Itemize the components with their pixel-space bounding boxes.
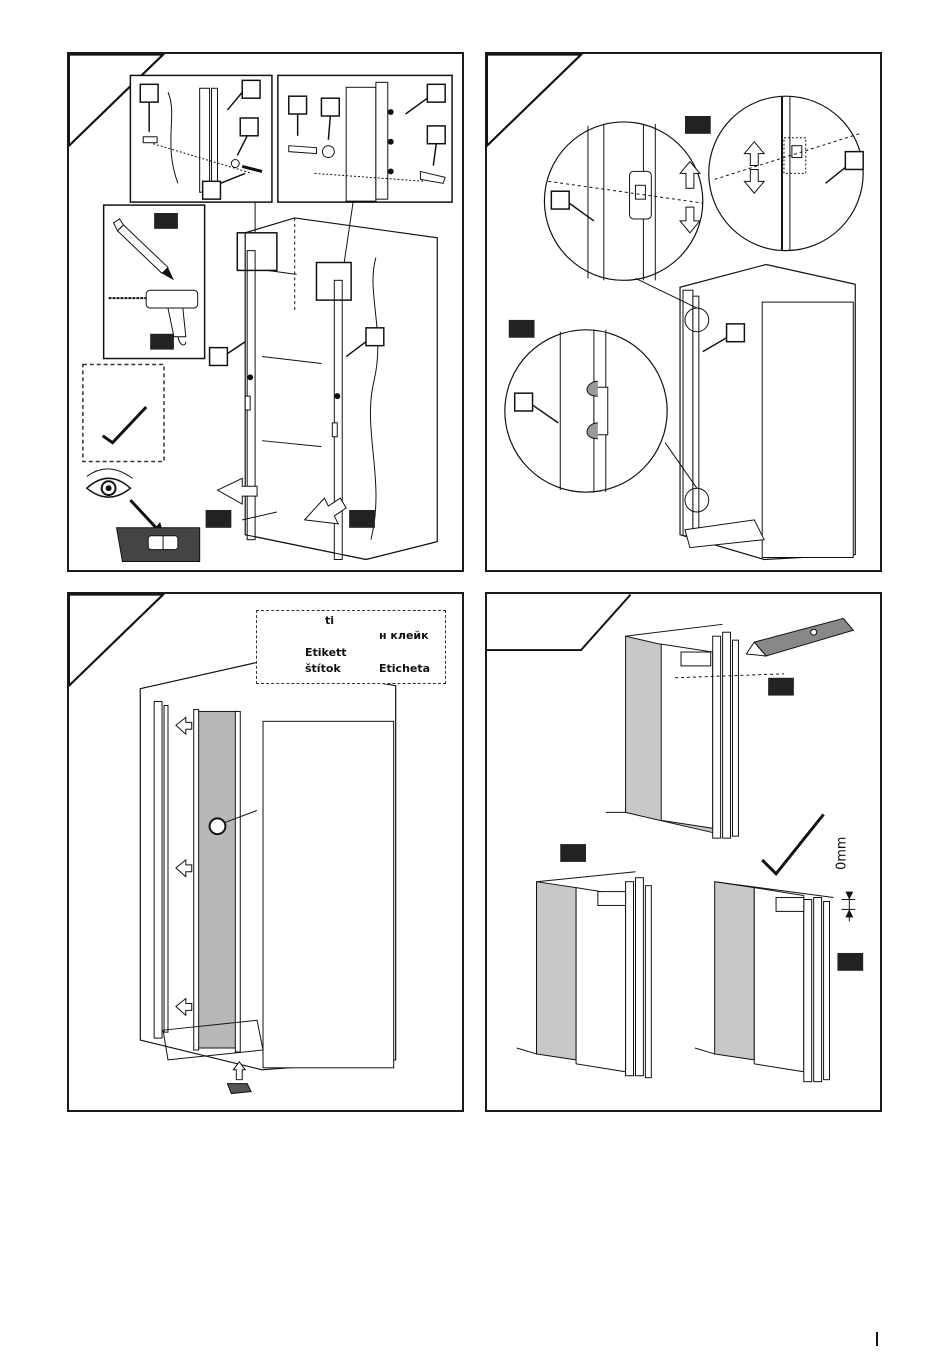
- marker-label: [154, 213, 178, 229]
- utility-knife-icon: [746, 618, 853, 656]
- glass-panel: [198, 711, 238, 1048]
- gap-label: 0mm: [834, 837, 849, 870]
- step-panel-1: [67, 52, 464, 572]
- step-panel-3: ti н клейк Etikett štítok Eticheta: [67, 592, 464, 1112]
- label-sticker: [210, 818, 226, 834]
- wall-profile-installation-drawing: [69, 54, 462, 570]
- label-legend-line2: н клейк: [379, 629, 429, 642]
- checkmark-icon: [762, 814, 823, 873]
- label-legend-line3: Etikett: [305, 646, 347, 659]
- profile-adjustment-drawing: [487, 54, 880, 570]
- marker-label: [349, 510, 375, 528]
- label-legend-line4-left: štítok: [305, 662, 341, 675]
- spirit-level-icon: [117, 528, 200, 562]
- marker-label: [685, 116, 711, 134]
- page-marker: [876, 1332, 878, 1346]
- marker-label: [837, 953, 863, 971]
- marker-label: [560, 844, 586, 862]
- marker-label: [768, 678, 794, 696]
- marker-label: [150, 334, 174, 350]
- label-legend-line1: ti: [325, 614, 334, 627]
- step-panel-4: 0mm: [485, 592, 882, 1112]
- eye-icon: [87, 469, 133, 497]
- clip-part-icon: [227, 1084, 251, 1094]
- label-legend-line4-right: Eticheta: [379, 662, 430, 675]
- step-panel-2: [485, 52, 882, 572]
- ok-box: [83, 364, 164, 461]
- marker-label: [206, 510, 232, 528]
- profile-cutting-drawing: 0mm: [487, 594, 880, 1110]
- step-corner: [487, 595, 631, 650]
- marker-label: [509, 320, 535, 338]
